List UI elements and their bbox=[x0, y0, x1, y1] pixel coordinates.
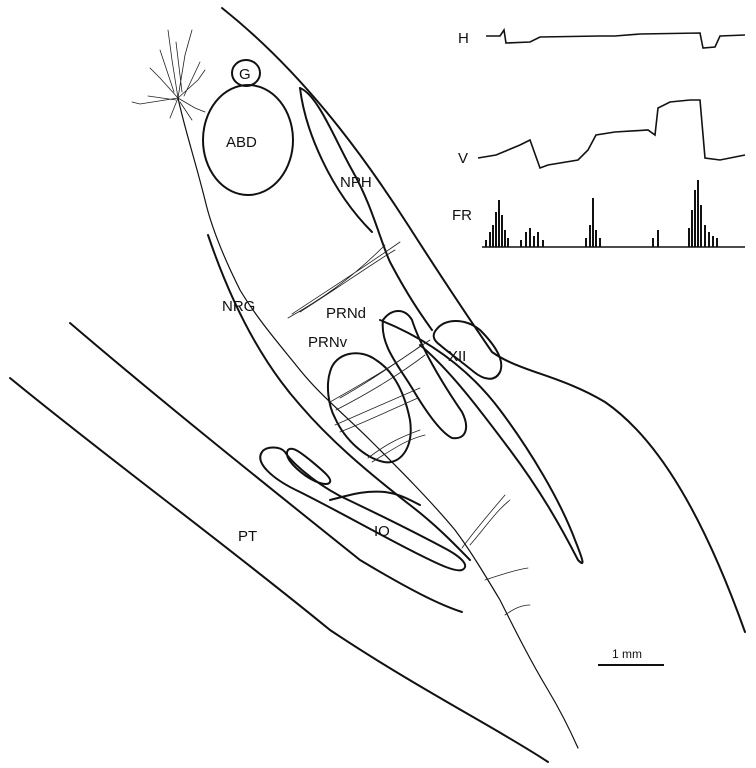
abd-label: ABD bbox=[226, 134, 257, 151]
fr-bars bbox=[485, 180, 718, 247]
fr-bar bbox=[533, 236, 535, 247]
fr-bar bbox=[529, 228, 531, 247]
fr-bar bbox=[589, 225, 591, 247]
fr-bar bbox=[700, 205, 702, 247]
fr-bar bbox=[525, 232, 527, 247]
traces-panel: H V FR bbox=[452, 30, 745, 247]
fr-bar bbox=[688, 228, 690, 247]
fr-bar bbox=[495, 212, 497, 247]
nph-column bbox=[300, 88, 432, 330]
fr-bar bbox=[708, 232, 710, 247]
fr-bar bbox=[691, 210, 693, 247]
fr-trace-label: FR bbox=[452, 207, 472, 224]
pt-inner-curve bbox=[70, 323, 462, 612]
fr-bar bbox=[599, 238, 601, 247]
axon-main bbox=[178, 98, 578, 748]
g-label: G bbox=[239, 66, 251, 83]
axon-collateral-5 bbox=[462, 495, 510, 548]
fr-bar bbox=[716, 238, 718, 247]
fr-bar bbox=[537, 232, 539, 247]
fr-bar bbox=[585, 238, 587, 247]
scale-bar-label: 1 mm bbox=[612, 647, 642, 661]
fr-bar bbox=[712, 236, 714, 247]
io-inner-loop bbox=[287, 449, 330, 484]
fr-bar bbox=[485, 240, 487, 247]
fr-bar bbox=[489, 232, 491, 247]
v-trace-line bbox=[478, 100, 745, 168]
h-trace-line bbox=[486, 30, 745, 48]
fr-bar bbox=[652, 238, 654, 247]
fr-bar bbox=[704, 225, 706, 247]
fr-bar bbox=[504, 230, 506, 247]
neuron-reconstruction bbox=[132, 30, 578, 748]
nph-label: NPH bbox=[340, 174, 372, 191]
pt-label: PT bbox=[238, 528, 257, 545]
fr-bar bbox=[498, 200, 500, 247]
fr-bar bbox=[694, 190, 696, 247]
nuclei: G ABD NPH NRG PRNd PRNv XII IO PT bbox=[203, 60, 501, 570]
dendrite-tree bbox=[132, 30, 205, 120]
fr-bar bbox=[507, 238, 509, 247]
io-label: IO bbox=[374, 523, 390, 540]
fr-bar bbox=[657, 230, 659, 247]
scale-bar: 1 mm bbox=[598, 647, 664, 665]
pt-outer-curve bbox=[10, 378, 548, 762]
fr-bar bbox=[492, 225, 494, 247]
prnd-label: PRNd bbox=[326, 305, 366, 322]
fr-bar bbox=[542, 240, 544, 247]
fr-bar bbox=[697, 180, 699, 247]
xii-label: XII bbox=[448, 348, 466, 365]
fr-bar bbox=[595, 230, 597, 247]
prnv-label: PRNv bbox=[308, 334, 348, 351]
fr-bar bbox=[501, 215, 503, 247]
dorsal-surface-outline bbox=[222, 8, 745, 632]
nph-inner bbox=[300, 88, 372, 232]
v-trace-label: V bbox=[458, 150, 468, 167]
fr-bar bbox=[592, 198, 594, 247]
fr-bar bbox=[520, 240, 522, 247]
axon-collateral-6 bbox=[485, 568, 530, 615]
h-trace-label: H bbox=[458, 30, 469, 47]
prnd-nucleus-outline bbox=[383, 311, 466, 438]
